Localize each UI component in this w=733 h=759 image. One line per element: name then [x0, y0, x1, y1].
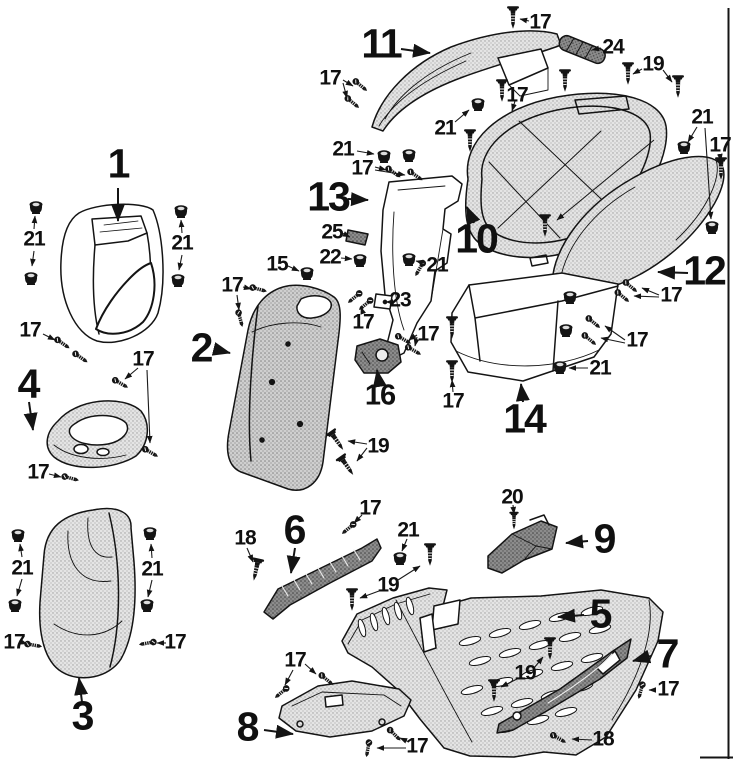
bolt-icon — [356, 295, 376, 313]
part-7-right-skirt — [496, 638, 632, 734]
part-leader-arrows — [23, 43, 689, 739]
page-edge — [700, 8, 733, 759]
screw-icon — [423, 542, 437, 567]
part-6-left-skirt — [263, 538, 382, 620]
clip-icon — [173, 204, 189, 218]
bolt-icon — [248, 283, 269, 296]
part-4-front-cowl — [46, 400, 148, 469]
part-14-battery-box — [450, 272, 619, 382]
clip-icon — [470, 97, 486, 111]
clip-icon — [23, 271, 39, 286]
clip-icon — [401, 252, 417, 267]
bolt-icon — [137, 637, 158, 649]
clip-icon — [376, 149, 392, 163]
bolt-icon — [350, 76, 370, 94]
bolt-icon — [620, 277, 640, 295]
bolt-icon — [70, 348, 90, 366]
clip-icon — [562, 290, 578, 305]
screw-icon — [495, 78, 509, 103]
clip-icon — [7, 598, 23, 613]
clip-icon — [352, 253, 368, 268]
screw-icon — [334, 452, 359, 479]
bolt-icon — [345, 288, 365, 306]
screw-icon — [621, 61, 635, 86]
part-9-support-bracket — [487, 514, 558, 574]
bolt-icon — [342, 93, 362, 111]
screw-icon — [671, 74, 685, 99]
part-25-plate — [345, 229, 369, 246]
part-24-rubber-strip — [558, 34, 606, 65]
clip-icon — [170, 273, 186, 288]
clip-icon — [676, 140, 692, 154]
bolt-icon — [403, 342, 424, 358]
screw-icon — [445, 359, 459, 384]
screw-icon — [324, 427, 349, 454]
clip-icon — [299, 266, 315, 281]
clip-icon — [558, 323, 574, 338]
bolt-icon — [362, 738, 374, 759]
bolt-icon — [234, 308, 247, 329]
fastener-leader-lines — [16, 17, 723, 751]
bolt-icon — [384, 724, 404, 744]
part-3-lower-front-cover — [38, 507, 136, 679]
clip-icon — [139, 598, 155, 613]
screw-icon — [558, 68, 572, 93]
part-8-under-cover — [278, 680, 412, 738]
part-2-inner-shield — [226, 284, 341, 491]
screw-icon — [247, 556, 265, 583]
bolt-icon — [272, 683, 292, 701]
screw-icon — [345, 587, 359, 612]
clip-icon — [401, 148, 417, 162]
clip-icon — [142, 526, 158, 541]
bolt-icon — [60, 472, 81, 485]
bolt-icon — [52, 334, 72, 352]
bolt-icon — [140, 444, 161, 460]
screw-icon — [508, 511, 520, 530]
clip-icon — [392, 551, 408, 566]
bolt-icon — [23, 639, 44, 651]
clip-icon — [704, 220, 720, 234]
part-16-lock-bracket — [354, 338, 402, 374]
part-1-front-cover — [60, 203, 164, 344]
screw-icon — [506, 5, 520, 30]
clip-icon — [10, 528, 26, 543]
part-11-rear-top-cover — [371, 30, 562, 132]
clip-icon — [552, 360, 568, 375]
clip-icon — [28, 200, 44, 214]
